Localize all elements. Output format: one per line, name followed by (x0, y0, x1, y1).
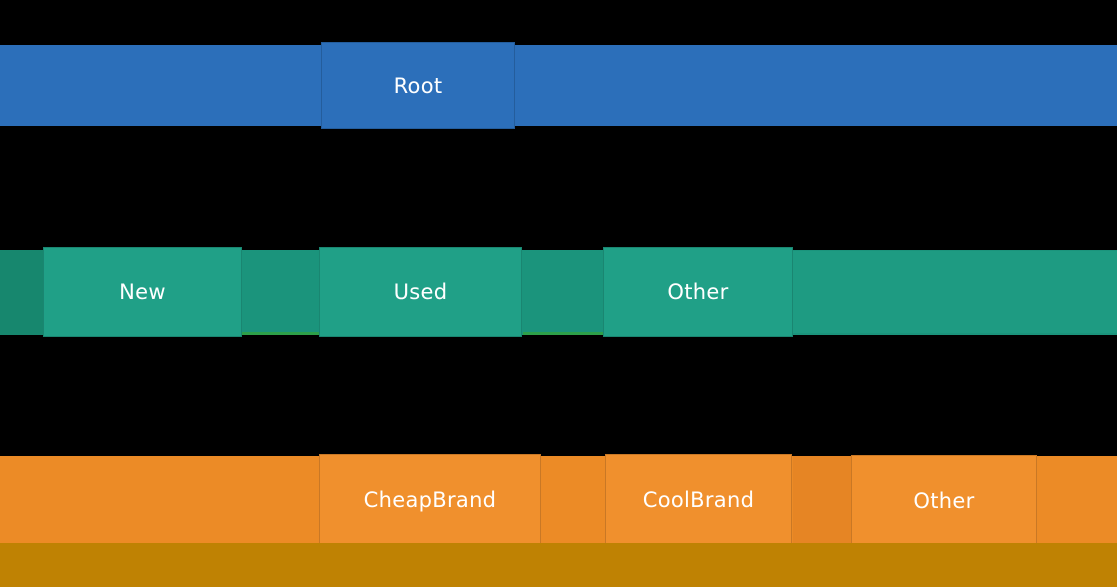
level2-gap-extent (793, 456, 851, 543)
node-used[interactable]: Used (319, 247, 522, 337)
node-label: Other (667, 280, 729, 304)
level1-left-extent (0, 250, 43, 335)
node-other-level1[interactable]: Other (603, 247, 793, 337)
level1-right-extent (793, 251, 1117, 333)
node-label: Root (393, 73, 443, 98)
node-cheapbrand[interactable]: CheapBrand (319, 454, 541, 546)
node-root[interactable]: Root (321, 42, 515, 129)
node-new[interactable]: New (43, 247, 242, 337)
node-coolbrand[interactable]: CoolBrand (605, 454, 792, 546)
node-label: Used (393, 280, 448, 304)
node-label: CoolBrand (642, 488, 755, 512)
green-hairline-2 (523, 332, 603, 335)
node-label: CheapBrand (363, 488, 497, 512)
level3-extent-strip (0, 543, 1117, 587)
node-label: Other (913, 488, 975, 513)
node-label: New (119, 280, 166, 304)
green-hairline-1 (242, 332, 320, 335)
level0-extent-bar (0, 45, 1117, 126)
node-other-level2[interactable]: Other (851, 455, 1037, 546)
